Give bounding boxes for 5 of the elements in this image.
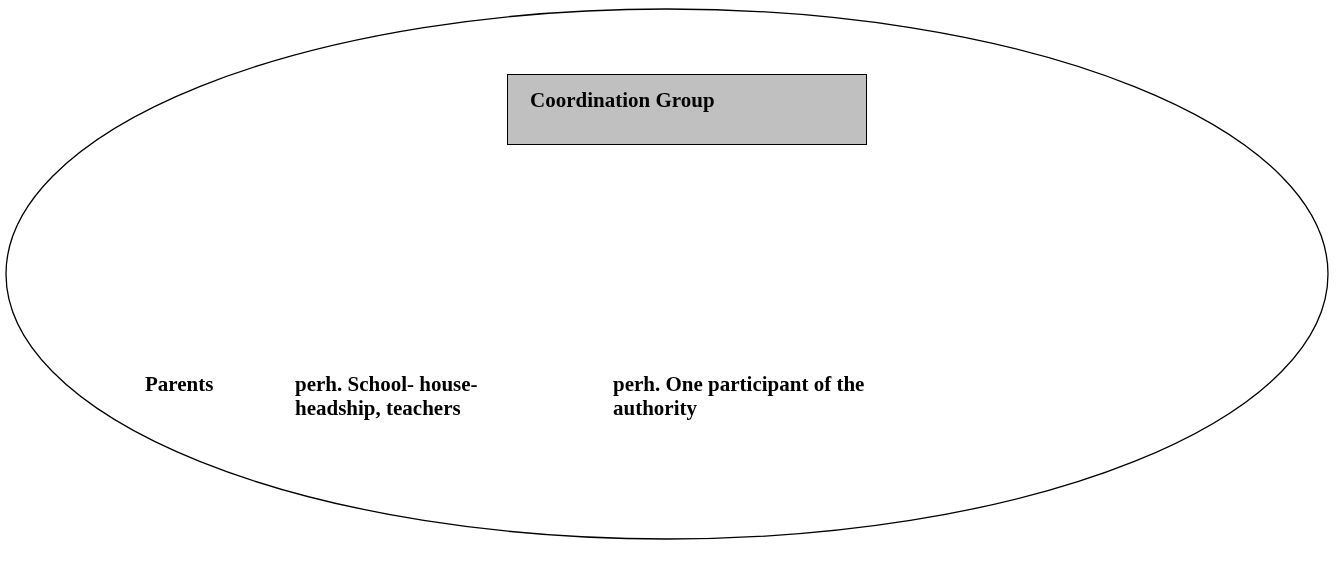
group-box: Coordination Group: [507, 74, 867, 145]
member-label: perh. One participant of the authority: [613, 372, 866, 420]
oval-boundary: [5, 8, 1329, 540]
member-label: Parents: [145, 372, 215, 396]
member-label: perh. School- house- headship, teachers: [295, 372, 479, 420]
